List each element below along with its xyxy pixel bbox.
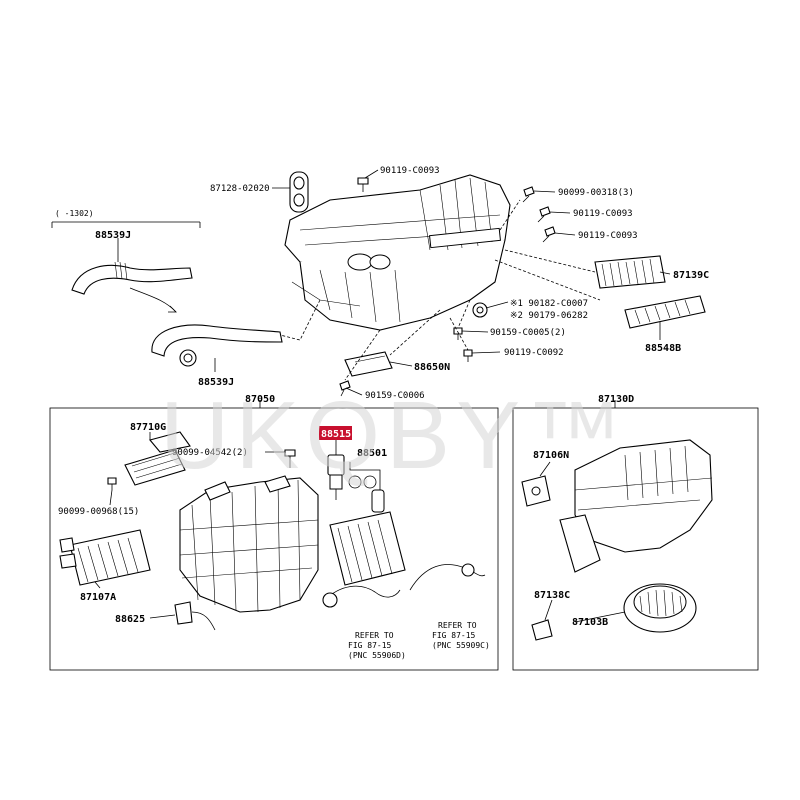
blower-case	[559, 439, 713, 573]
label-87138c: 87138C	[534, 590, 570, 601]
sensor-wire	[174, 563, 486, 631]
svg-text:REFER TO: REFER TO	[355, 631, 394, 640]
hvac-case-assembly	[284, 171, 556, 397]
label-87050: 87050	[245, 394, 275, 405]
part-labels: 87128-02020 90119-C0093 90099-00318(3) 9…	[55, 166, 709, 628]
label-87106n: 87106N	[533, 450, 569, 461]
watermark-logo: UKQBY™	[160, 382, 628, 489]
label-87128-02020: 87128-02020	[210, 184, 270, 194]
label-88539j-top: 88539J	[95, 230, 131, 241]
heater-core	[124, 431, 191, 486]
hvac-lower-case	[179, 475, 319, 613]
heater-radiator	[59, 529, 151, 586]
svg-text:(PNC 55909C): (PNC 55909C)	[432, 641, 490, 650]
screw-icon	[339, 177, 556, 397]
label-87103b: 87103B	[572, 617, 608, 628]
evaporator	[329, 489, 406, 586]
leader-lines-right-box	[539, 400, 626, 623]
label-90119-c0093-b: 90119-C0093	[573, 209, 633, 219]
label-88539j-bottom: 88539J	[198, 377, 234, 388]
hose	[71, 261, 283, 367]
blower-fan	[623, 583, 697, 633]
label-88625: 88625	[115, 614, 145, 625]
svg-text:FIG 87-15: FIG 87-15	[432, 631, 476, 640]
label-88501: 88501	[357, 448, 387, 459]
leader-lines-left-box	[94, 400, 381, 619]
label-90159-c0006: 90159-C0006	[365, 391, 425, 401]
callout-1	[348, 475, 362, 489]
label-87139c: 87139C	[673, 270, 709, 281]
label-90179-06282: ※2 90179-06282	[510, 311, 588, 321]
label-87130d: 87130D	[598, 394, 634, 405]
label-90159-c0005: 90159-C0005(2)	[490, 328, 566, 338]
svg-text:FIG 87-15: FIG 87-15	[348, 641, 392, 650]
refer-note-left: REFER TO FIG 87-15 (PNC 55906D)	[348, 631, 406, 660]
frame-87050	[49, 407, 499, 671]
frame-87130d	[512, 407, 759, 671]
leader-lines-top	[51, 169, 671, 396]
label-90119-c0093-a: 90119-C0093	[380, 166, 440, 176]
svg-text:(PNC 55906D): (PNC 55906D)	[348, 651, 406, 660]
air-filter	[594, 255, 706, 329]
svg-text:REFER TO: REFER TO	[438, 621, 477, 630]
label-88650n: 88650N	[414, 362, 450, 373]
refer-note-right: REFER TO FIG 87-15 (PNC 55909C)	[432, 621, 490, 650]
label-87107a: 87107A	[80, 592, 116, 603]
label-90099-00318: 90099-00318(3)	[558, 188, 634, 198]
label-88548b: 88548B	[645, 343, 681, 354]
label-90099-00968: 90099-00968(15)	[58, 507, 139, 517]
highlight-88515-badge	[319, 426, 352, 440]
actuator	[521, 475, 553, 641]
screw-icon	[107, 449, 296, 490]
label-88515-highlighted: 88515	[321, 429, 351, 440]
label-90182-c0007: ※1 90182-C0007	[510, 299, 588, 309]
label-302: ( -1302)	[55, 209, 94, 218]
label-87710g: 87710G	[130, 422, 166, 433]
callout-3	[363, 475, 377, 489]
label-90119-c0093-c: 90119-C0093	[578, 231, 638, 241]
label-90119-c0092: 90119-C0092	[504, 348, 564, 358]
label-90099-04542: 90099-04542(2)	[172, 448, 248, 458]
